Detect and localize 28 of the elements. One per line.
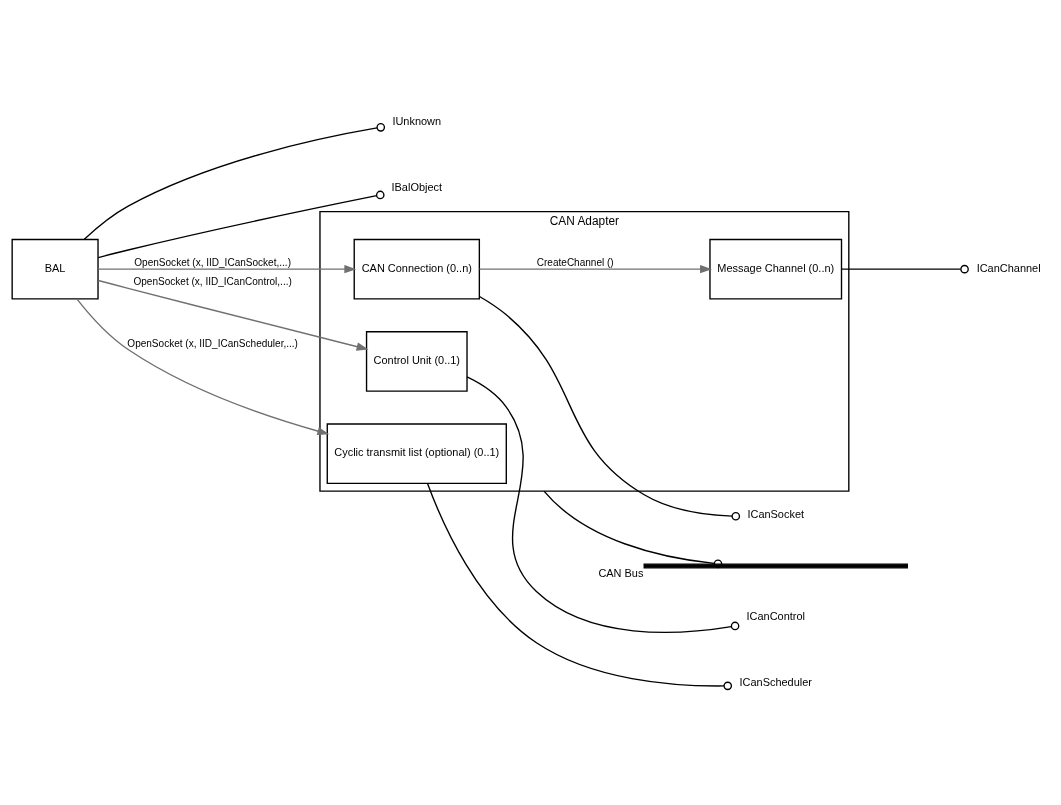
node-text: ICanSocket <box>747 507 805 520</box>
node-box: Message Channel (0..n) <box>709 238 843 300</box>
node-box: Control Unit (0..1) <box>365 331 468 392</box>
edge-label: OpenSocket (x, IID_ICanScheduler,...) <box>127 337 298 349</box>
connector <box>426 482 733 691</box>
connector <box>840 264 969 274</box>
edge-label: OpenSocket (x, IID_ICanSocket,...) <box>134 257 291 269</box>
node-text: IUnknown <box>392 114 442 127</box>
connector <box>478 295 741 521</box>
arrow <box>97 279 369 351</box>
connector <box>83 123 386 240</box>
edge-label: CreateChannel () <box>536 257 614 269</box>
connector <box>466 376 740 634</box>
connector <box>97 190 385 259</box>
node-text: ICanChannel <box>976 261 1041 274</box>
edge-label: OpenSocket (x, IID_ICanControl,...) <box>133 276 292 288</box>
node-box: BAL <box>11 238 99 300</box>
node-box: Cyclic transmit list (optional) (0..1) <box>326 423 507 484</box>
connector <box>543 490 723 569</box>
node-text: ICanScheduler <box>739 675 812 688</box>
arrow <box>97 265 357 274</box>
arrow <box>478 265 712 274</box>
node-label: CAN Bus <box>598 566 644 579</box>
node-box: CAN Connection (0..n) <box>353 238 481 300</box>
node-bar <box>643 563 908 569</box>
node-text: IBalObject <box>391 180 443 193</box>
node-text: ICanControl <box>746 609 805 622</box>
arrow <box>76 298 330 436</box>
